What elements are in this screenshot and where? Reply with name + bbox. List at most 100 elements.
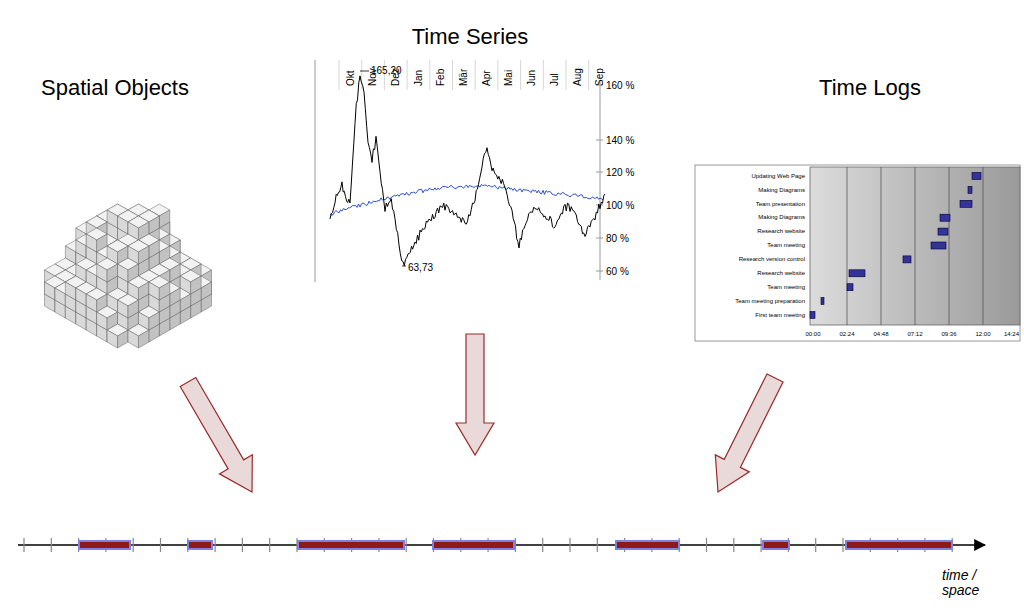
voxel-face xyxy=(118,330,128,348)
voxel-face xyxy=(149,240,159,258)
axis-label: 100 % xyxy=(606,200,634,211)
axis-tick xyxy=(596,271,603,272)
task-label: Research version control xyxy=(739,256,805,263)
axis-tick xyxy=(760,538,761,552)
axis-tick xyxy=(706,538,707,552)
voxel-face xyxy=(170,264,180,282)
block-arrow xyxy=(456,334,494,455)
month-label: Jun xyxy=(526,70,537,86)
axis-tick xyxy=(569,538,570,552)
time-label: 04:48 xyxy=(873,331,888,338)
task-label: Research website xyxy=(757,270,805,277)
grid-line xyxy=(881,167,882,325)
grid-tick xyxy=(361,60,362,90)
gantt-chart xyxy=(695,165,1020,341)
value-annotation: 63,73 xyxy=(408,262,433,273)
voxel-face xyxy=(159,282,169,300)
month-label: Sep xyxy=(594,68,605,86)
time-label: 02:24 xyxy=(839,331,854,338)
task-label: Research website xyxy=(757,228,805,235)
task-label: Team meeting xyxy=(767,242,805,249)
task-bar xyxy=(940,214,950,221)
block-arrows xyxy=(172,334,792,502)
task-bar xyxy=(821,298,824,305)
axis-label: 80 % xyxy=(606,233,629,244)
task-bar xyxy=(847,284,853,291)
value-annotation: 165,20 xyxy=(371,65,402,76)
task-bar xyxy=(960,200,972,207)
voxel-face xyxy=(201,282,211,300)
voxel-face xyxy=(44,282,54,300)
grid-tick xyxy=(407,60,408,90)
voxel-face xyxy=(128,300,138,318)
voxel-face xyxy=(118,216,128,234)
leader-line xyxy=(402,266,406,267)
block-arrow xyxy=(172,372,269,501)
voxel-face xyxy=(149,216,159,234)
grid-line xyxy=(949,167,950,325)
interval-bar xyxy=(764,542,788,548)
grid-tick xyxy=(566,60,567,90)
voxel-face xyxy=(149,312,159,330)
section-heading: Time Logs xyxy=(819,76,921,100)
axis-tick xyxy=(842,538,843,552)
axis-tick xyxy=(733,538,734,552)
axis-tick xyxy=(596,238,603,239)
axis-tick xyxy=(269,538,270,552)
axis-tick xyxy=(542,538,543,552)
interval-bar xyxy=(434,542,513,548)
grid-tick xyxy=(339,60,340,90)
block-arrow xyxy=(701,370,792,501)
task-label: Team presentation xyxy=(756,201,805,208)
voxel-face xyxy=(149,282,159,300)
interval-outline xyxy=(432,540,515,550)
time-label: 07:12 xyxy=(907,331,922,338)
voxel-face xyxy=(159,210,169,228)
task-label: First team meeting xyxy=(755,312,805,319)
axis-label: 160 % xyxy=(606,80,634,91)
voxel-face xyxy=(76,240,86,258)
task-label: Team meeting xyxy=(767,284,805,291)
voxel-object xyxy=(44,204,211,348)
month-label: Mär xyxy=(458,69,469,86)
voxel-face xyxy=(118,264,128,282)
month-label: Mai xyxy=(503,70,514,86)
task-bar xyxy=(931,242,946,249)
voxel-face xyxy=(138,246,148,264)
grid-line xyxy=(915,167,916,325)
month-label: Okt xyxy=(345,70,356,86)
axis-label: 140 % xyxy=(606,135,634,146)
section-heading: Time Series xyxy=(412,25,529,49)
axis-tick xyxy=(160,538,161,552)
axis-tick xyxy=(51,538,52,552)
task-bar xyxy=(903,256,911,263)
voxel-face xyxy=(191,276,201,294)
task-label: Making Diagrams xyxy=(758,214,805,221)
voxel-face xyxy=(107,210,117,228)
axis-tick xyxy=(815,538,816,552)
axis-label: 120 % xyxy=(606,167,634,178)
axis-tick xyxy=(133,538,134,552)
axis-tick xyxy=(242,538,243,552)
task-bar xyxy=(849,270,865,277)
voxel-face xyxy=(170,288,180,306)
month-label: Apr xyxy=(481,70,492,86)
task-bar xyxy=(938,228,948,235)
time-series-chart xyxy=(315,60,605,282)
time-label: 00:00 xyxy=(805,331,820,338)
voxel-face xyxy=(138,330,148,348)
price-line xyxy=(330,76,605,266)
axis-tick xyxy=(406,538,407,552)
axis-tick xyxy=(597,538,598,552)
voxel-face xyxy=(180,294,190,312)
voxel-face xyxy=(138,282,148,300)
axis-tick xyxy=(596,172,603,173)
grid-line xyxy=(983,167,984,325)
voxel-face xyxy=(107,264,117,282)
time-label: 09:36 xyxy=(941,331,956,338)
interval-outline xyxy=(297,540,405,550)
interval-outline xyxy=(615,540,680,550)
interval-bar xyxy=(80,542,129,548)
grid-tick xyxy=(452,60,453,90)
task-label: Team meeting preparation xyxy=(735,298,805,305)
